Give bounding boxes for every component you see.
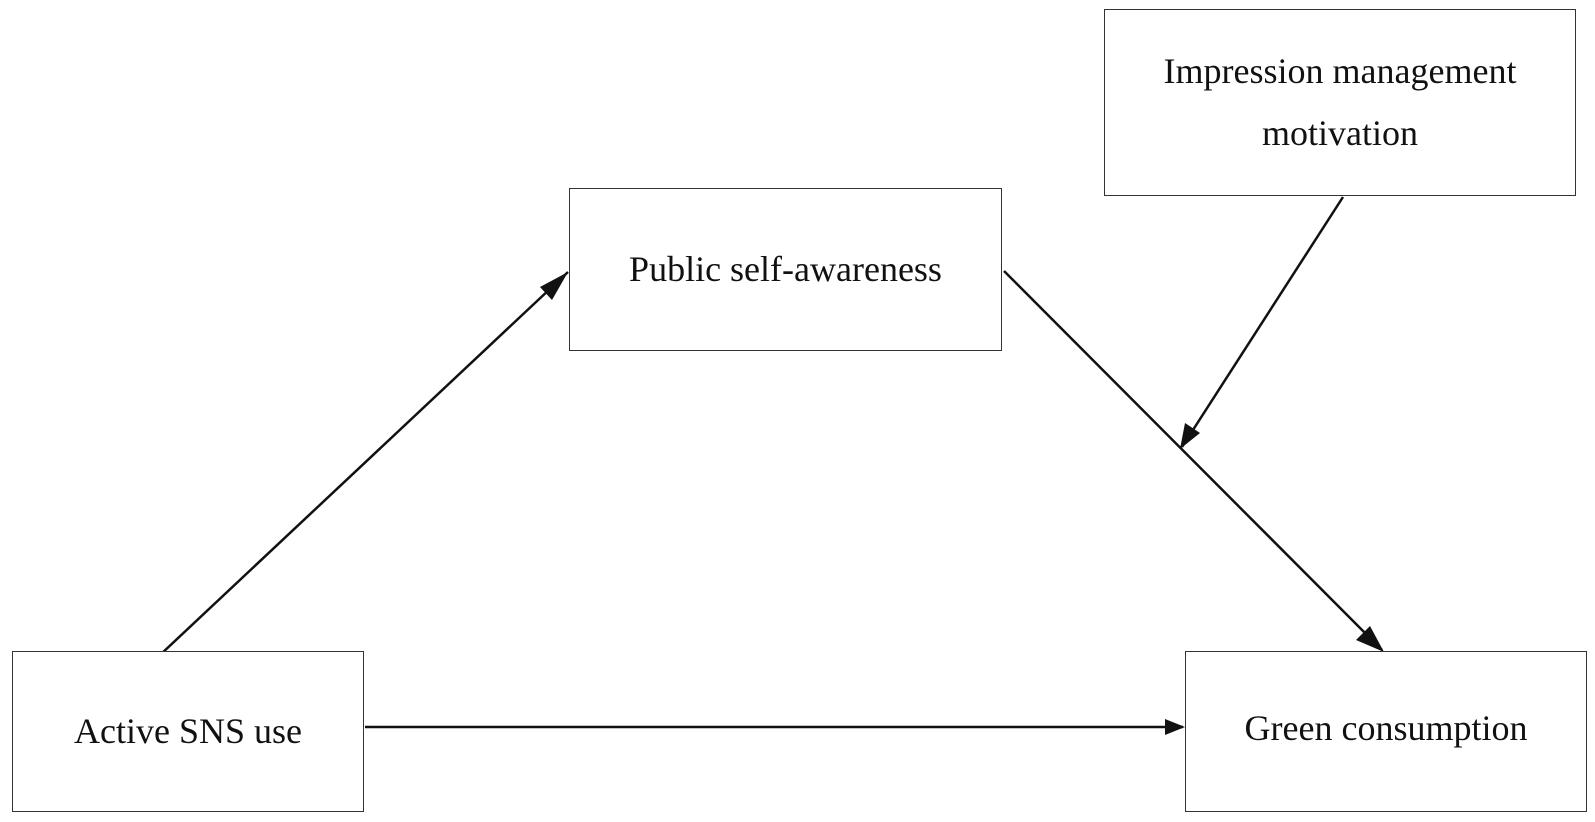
arrowhead-active-to-green [1165,719,1185,735]
node-active-sns-use: Active SNS use [12,651,364,812]
node-label-line-2: motivation [1262,112,1418,153]
node-label: Active SNS use [74,710,302,751]
node-label: Public self-awareness [629,248,942,289]
arrowhead-active-to-public [540,272,568,300]
arrow-moderation [1180,196,1345,448]
node-label-line-1: Impression management [1163,50,1517,91]
node-public-self-awareness: Public self-awareness [569,188,1002,351]
arrowhead-moderation [1180,423,1200,449]
arrow-active-to-public [159,271,569,656]
arrow-public-to-green [1003,270,1383,651]
node-impression-management-motivation: Impression management motivation [1104,9,1576,196]
node-label: Green consumption [1244,708,1528,748]
arrowhead-public-to-green [1356,626,1384,652]
node-green-consumption: Green consumption [1185,651,1587,812]
